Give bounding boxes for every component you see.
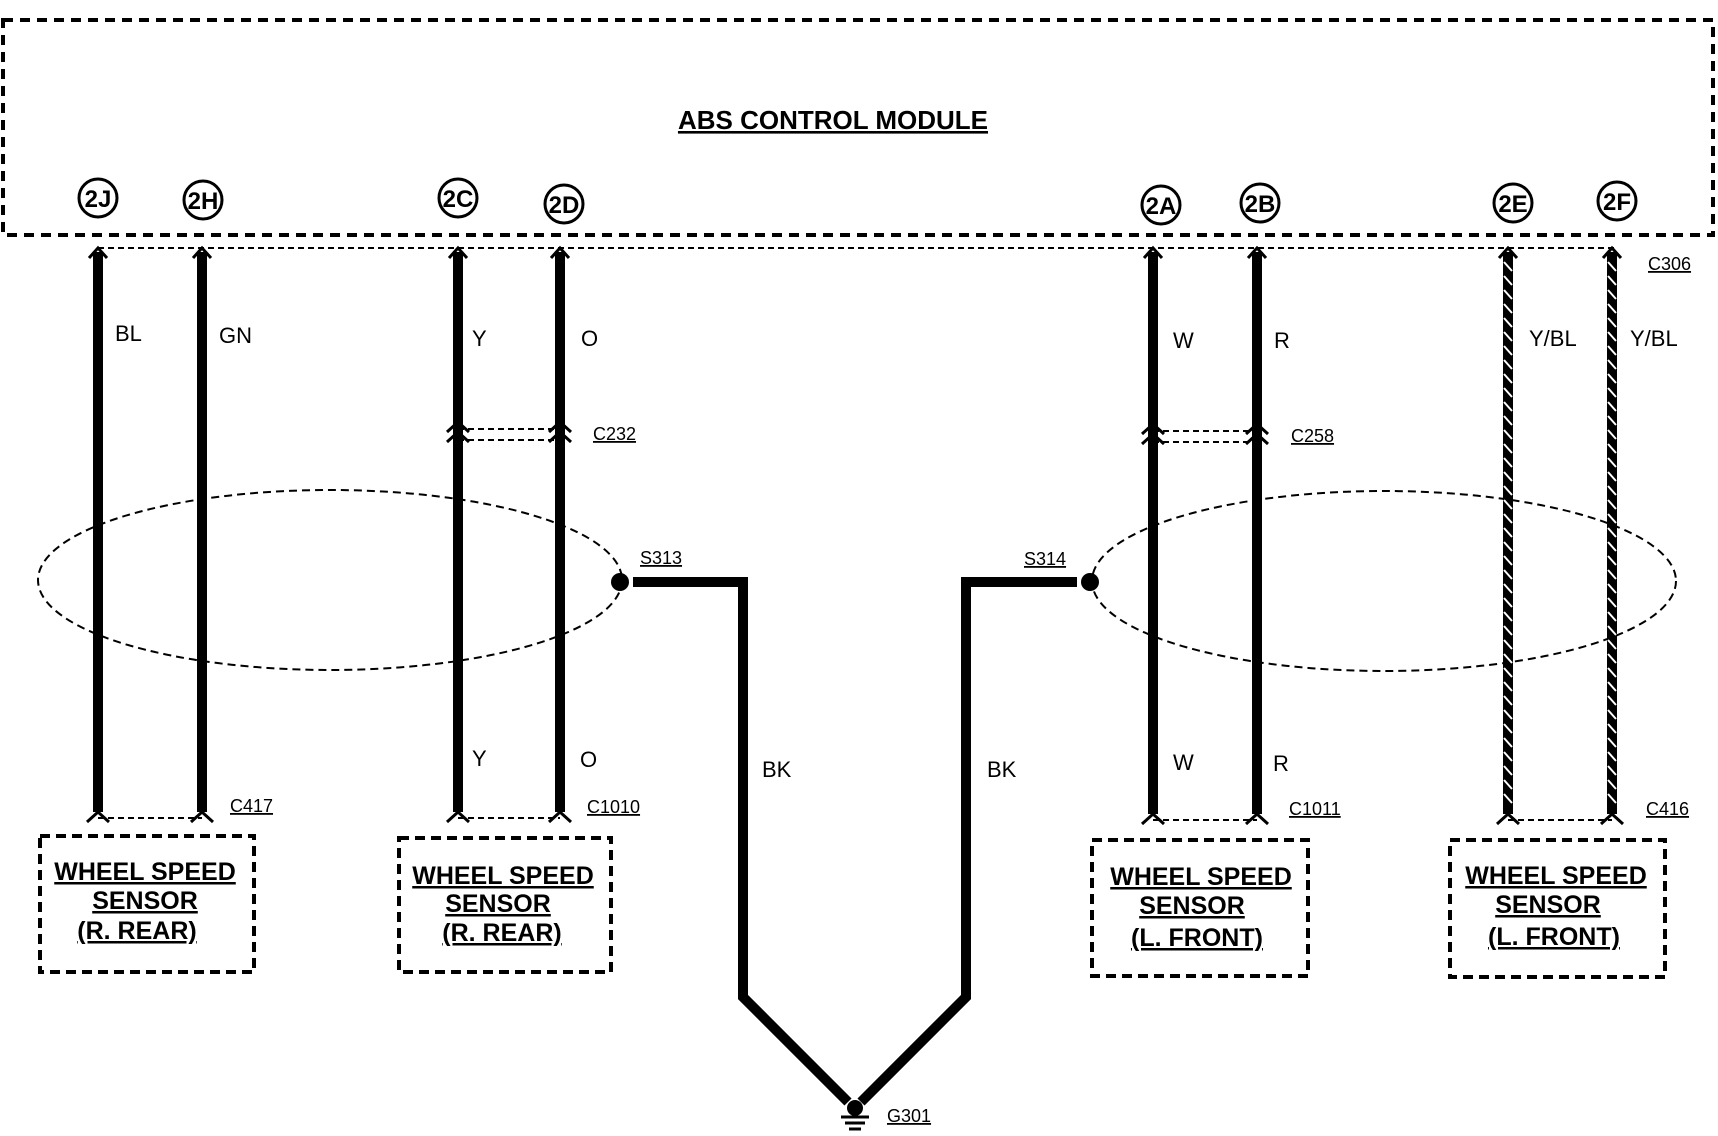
svg-text:SENSOR: SENSOR — [445, 890, 551, 918]
pin-2d: 2D — [543, 183, 585, 225]
connector-chevrons — [85, 245, 1625, 826]
sensor-4: WHEEL SPEED SENSOR (L. FRONT) — [1448, 838, 1667, 979]
svg-text:2C: 2C — [443, 186, 474, 213]
connector-c258-label: C258 — [1291, 426, 1334, 446]
wire-label-y-bottom: Y — [472, 746, 487, 771]
sensor-1: WHEEL SPEED SENSOR (R. REAR) — [38, 834, 256, 974]
pin-2j: 2J — [77, 177, 119, 219]
wire-label-w-top: W — [1173, 328, 1194, 353]
svg-text:SENSOR: SENSOR — [1495, 891, 1601, 919]
wires — [93, 252, 1617, 814]
bottom-connector-lines — [98, 817, 1612, 821]
wire-label-bk-right: BK — [987, 757, 1017, 782]
svg-text:SENSOR: SENSOR — [92, 887, 198, 915]
connector-c1011-label: C1011 — [1289, 799, 1341, 819]
splice-s313-dot — [611, 573, 629, 591]
svg-text:(R. REAR): (R. REAR) — [442, 919, 561, 947]
svg-text:WHEEL SPEED: WHEEL SPEED — [412, 862, 594, 890]
ground-g301-label: G301 — [887, 1106, 931, 1126]
svg-text:2H: 2H — [188, 188, 219, 215]
abs-module-title: ABS CONTROL MODULE — [678, 105, 988, 135]
ground-icon — [841, 1100, 869, 1131]
svg-text:2B: 2B — [1245, 191, 1276, 218]
svg-text:2E: 2E — [1498, 191, 1527, 218]
svg-text:2D: 2D — [549, 192, 580, 219]
connector-c306-label: C306 — [1648, 254, 1691, 274]
svg-text:(L. FRONT): (L. FRONT) — [1131, 924, 1263, 952]
wire-label-w-bottom: W — [1173, 750, 1194, 775]
connector-c416-label: C416 — [1646, 799, 1689, 819]
pin-labels: 2J 2H 2C 2D 2A 2B 2E 2F — [77, 177, 1638, 226]
shield-left — [37, 489, 623, 671]
splice-s314-label: S314 — [1024, 549, 1066, 569]
wire-label-o-bottom: O — [580, 747, 597, 772]
pin-2b: 2B — [1239, 182, 1281, 224]
abs-module-box — [1, 18, 1715, 237]
ground-wires — [633, 577, 1077, 1106]
svg-text:(R. REAR): (R. REAR) — [77, 917, 196, 945]
wire-label-o-top: O — [581, 326, 598, 351]
wire-label-y-top: Y — [472, 326, 487, 351]
connector-c232-label: C232 — [593, 424, 636, 444]
connector-c1010-label: C1010 — [587, 797, 640, 817]
svg-text:SENSOR: SENSOR — [1139, 892, 1245, 920]
pin-2a: 2A — [1140, 184, 1182, 226]
wire-label-r-bottom: R — [1273, 751, 1289, 776]
wire-label-bk-left: BK — [762, 757, 792, 782]
svg-text:WHEEL SPEED: WHEEL SPEED — [54, 858, 236, 886]
ground-wire-right — [857, 577, 1077, 1106]
wire-label-y-bl-2: Y/BL — [1630, 326, 1678, 351]
wire-label-y-bl-1: Y/BL — [1529, 326, 1577, 351]
svg-text:WHEEL SPEED: WHEEL SPEED — [1465, 862, 1647, 890]
svg-text:2J: 2J — [85, 186, 112, 213]
pin-2h: 2H — [182, 179, 224, 221]
svg-text:2A: 2A — [1146, 193, 1177, 220]
wire-stripes — [1503, 261, 1617, 804]
connector-c258-line — [1153, 430, 1257, 443]
pin-2f: 2F — [1596, 180, 1638, 222]
svg-text:WHEEL SPEED: WHEEL SPEED — [1110, 863, 1292, 891]
connector-c417-label: C417 — [230, 796, 273, 816]
wire-label-bl: BL — [115, 321, 142, 346]
sensor-3: WHEEL SPEED SENSOR (L. FRONT) — [1090, 838, 1310, 978]
shield-right — [1091, 490, 1677, 672]
connector-c232-line — [458, 428, 560, 441]
wire-label-gn: GN — [219, 323, 252, 348]
wire-label-r-top: R — [1274, 328, 1290, 353]
pin-2c: 2C — [437, 177, 479, 219]
svg-text:(L. FRONT): (L. FRONT) — [1488, 923, 1620, 951]
sensor-2: WHEEL SPEED SENSOR (R. REAR) — [397, 836, 613, 974]
wire-labels: BL GN Y O Y O W R W R Y/BL Y/BL BK BK — [115, 321, 1678, 782]
svg-text:2F: 2F — [1603, 189, 1631, 216]
pin-2e: 2E — [1492, 182, 1534, 224]
splice-s314-dot — [1081, 573, 1099, 591]
splice-s313-label: S313 — [640, 548, 682, 568]
ground-wire-left — [633, 577, 852, 1106]
